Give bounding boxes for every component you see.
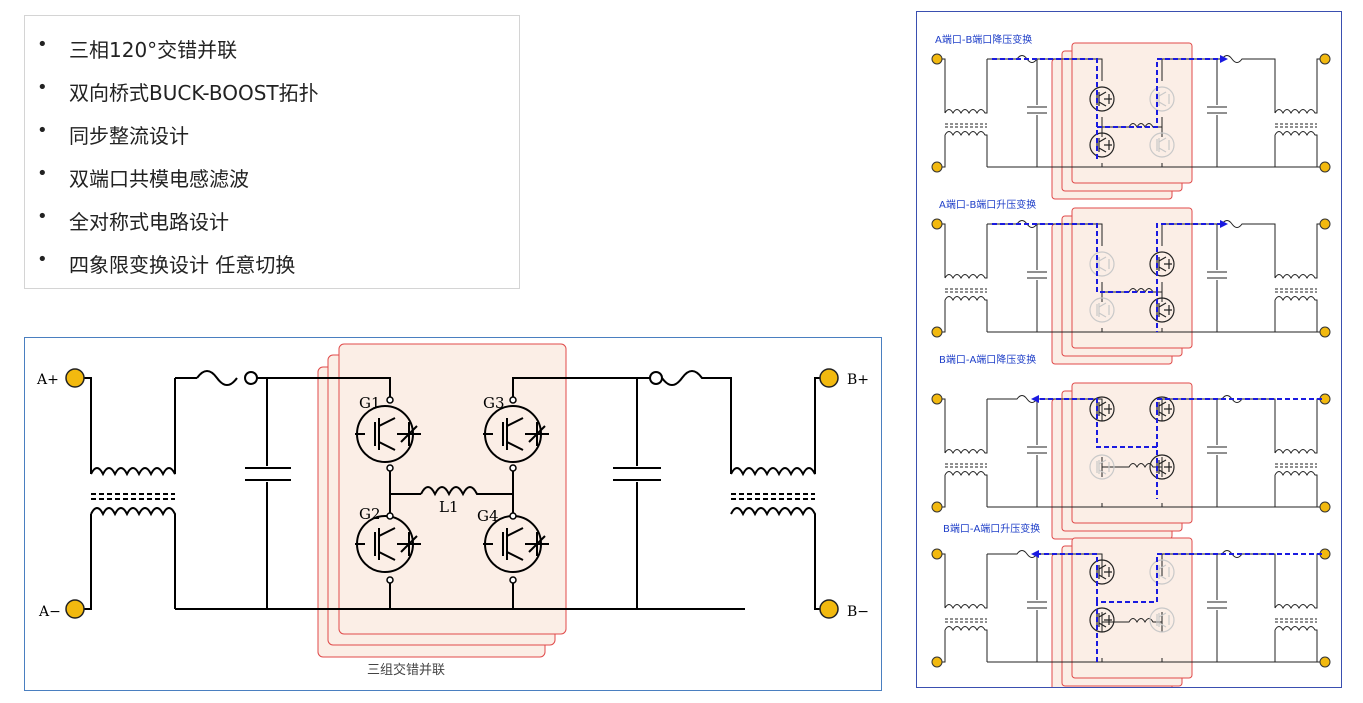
mode-2-title: A端口-B端口升压变换 — [939, 198, 1036, 211]
switch-g2-label: G2 — [359, 505, 381, 523]
interleave-caption: 三组交错并联 — [367, 662, 445, 678]
switch-g1-label: G1 — [359, 394, 381, 412]
main-circuit-panel: A+ A− B+ B− G1 G2 G3 G4 L1 三组交错并联 — [24, 337, 882, 691]
mode-svg: A端口-B端口降压变换 A端口-B端口升压变换 B端口-A端口降压变换 — [931, 33, 1331, 695]
mode-panel: A端口-B端口降压变换 A端口-B端口升压变换 B端口-A端口降压变换 — [916, 11, 1342, 695]
port-b-minus-label: B− — [847, 604, 869, 620]
port-b-plus-label: B+ — [847, 372, 869, 388]
mode-4-title: B端口-A端口升压变换 — [943, 522, 1040, 535]
port-b-plus-terminal — [819, 368, 839, 388]
mode-3-diagram — [931, 382, 1331, 540]
port-a-plus-label: A+ — [36, 372, 59, 388]
feature-list-panel: •三相120°交错并联 •双向桥式BUCK-BOOST拓扑 •同步整流设计 •双… — [24, 15, 520, 289]
port-a-plus-terminal — [65, 368, 85, 388]
mode-1-title: A端口-B端口降压变换 — [935, 33, 1032, 46]
port-a-minus-terminal — [65, 599, 85, 619]
mode-1-diagram — [931, 42, 1331, 200]
mode-3-title: B端口-A端口降压变换 — [939, 353, 1036, 366]
switch-g4-label: G4 — [477, 507, 499, 525]
port-b-minus-terminal — [819, 599, 839, 619]
inductor-l1-label: L1 — [439, 498, 459, 516]
mode-4-diagram — [931, 537, 1331, 695]
switch-g3-label: G3 — [483, 394, 505, 412]
port-a-minus-label: A− — [38, 604, 61, 620]
main-circuit-svg: A+ A− B+ B− G1 G2 G3 G4 L1 三组交错并联 — [36, 343, 869, 678]
mode-2-diagram — [931, 207, 1331, 365]
